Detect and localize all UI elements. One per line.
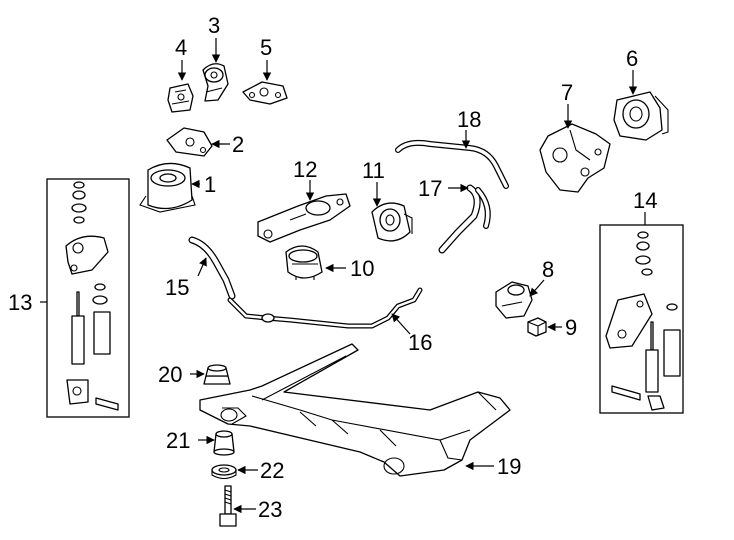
part-21-bushing (213, 430, 235, 456)
callout-12: 12 (293, 157, 317, 182)
callout-15: 15 (165, 275, 189, 300)
part-1-engine-mount (139, 162, 196, 213)
callout-8: 8 (542, 257, 554, 282)
leaders (40, 38, 646, 514)
callout-6: 6 (626, 46, 638, 71)
callout-4: 4 (175, 35, 187, 60)
callout-21: 21 (166, 428, 190, 453)
part-12-mount-bracket (257, 193, 351, 243)
callout-17: 17 (418, 176, 442, 201)
callout-22: 22 (260, 458, 284, 483)
callout-18: 18 (457, 107, 481, 132)
callout-2: 2 (232, 132, 244, 157)
callout-5: 5 (260, 35, 272, 60)
part-22-washer (211, 464, 237, 480)
part-11-bushing-mount (371, 202, 413, 242)
part-8-bracket (495, 281, 533, 319)
callout-3: 3 (208, 13, 220, 38)
part-19-subframe (199, 343, 511, 477)
part-10-mount (285, 245, 323, 280)
part-3-engine-mount (202, 63, 229, 102)
callout-9: 9 (565, 315, 577, 340)
part-23-bolt (219, 485, 237, 527)
callout-19: 19 (497, 454, 521, 479)
callout-23: 23 (258, 497, 282, 522)
part-20-bushing (203, 364, 231, 385)
part-6-rear-mount (613, 91, 669, 141)
callout-20: 20 (158, 362, 182, 387)
part-4-mount-bracket (167, 83, 194, 113)
callout-14: 14 (633, 188, 657, 213)
callout-10: 10 (350, 256, 374, 281)
callout-13: 13 (8, 290, 32, 315)
part-2-bracket (166, 127, 213, 157)
callout-1: 1 (204, 172, 216, 197)
callout-16: 16 (408, 330, 432, 355)
part-7-mount-bracket (539, 123, 611, 193)
part-9-bushing (527, 317, 547, 337)
part-5-bracket (242, 81, 288, 105)
part-16-link-bar (227, 287, 423, 329)
callout-labels: 4 3 5 2 1 6 7 18 17 12 11 10 15 16 8 9 1… (8, 13, 657, 522)
part-13-shock-assembly (65, 181, 119, 411)
callout-11: 11 (362, 158, 385, 183)
part-18-stabilizer-bar (395, 139, 509, 189)
part-14-shock-assembly (605, 231, 681, 411)
part-14-group-box (599, 224, 684, 414)
part-13-group-box (46, 178, 130, 418)
part-15-hose (188, 236, 236, 300)
callout-7: 7 (561, 80, 573, 105)
part-17-hose (438, 184, 491, 254)
